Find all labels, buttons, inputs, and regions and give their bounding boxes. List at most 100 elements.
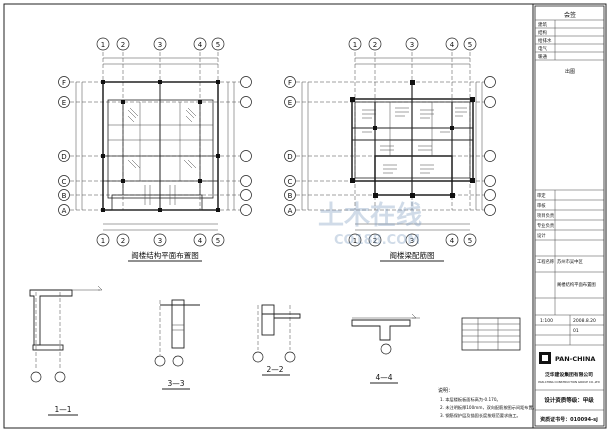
axis-label: 2 xyxy=(373,237,377,245)
axis-label: A xyxy=(288,207,293,215)
axis-label: B xyxy=(288,192,293,200)
section-4-label: 4—4 xyxy=(375,373,392,382)
axis-bubble xyxy=(153,37,167,51)
right-plan-title: 阁楼梁配筋图 xyxy=(390,250,435,260)
axis-label: 4 xyxy=(450,237,455,245)
axis-label: 2 xyxy=(121,237,125,245)
section-2-2: 2—2 xyxy=(252,304,301,376)
right-plan-top-axes: 1 2 3 4 5 1 2 3 4 5 xyxy=(348,37,477,247)
axis-label: 4 xyxy=(198,41,203,49)
axis-label: A xyxy=(62,207,67,215)
title-block: 会签 建筑 结构 给排水 电气 暖通 出图 审定 审核 项目负责 专业负责 设计… xyxy=(534,5,605,427)
axis-label: 3 xyxy=(410,41,414,49)
slab-schedule-table xyxy=(461,317,521,351)
approval-row-label: 审核 xyxy=(537,202,546,209)
axis-bubble xyxy=(211,233,225,247)
project-label: 工程名称 xyxy=(537,258,555,265)
sign-row-label: 暖通 xyxy=(538,53,547,60)
axis-label: 1 xyxy=(353,41,357,49)
axis-label: 5 xyxy=(216,237,220,245)
axis-label: 4 xyxy=(450,41,455,49)
right-plan-beams xyxy=(350,80,475,198)
axis-bubble xyxy=(58,189,70,201)
left-plan-title: 阁楼结构平面布置图 xyxy=(131,250,199,260)
section-1-label: 1—1 xyxy=(54,405,71,414)
axis-label: F xyxy=(288,79,292,87)
watermark-text: 土木在线 xyxy=(318,201,422,231)
approval-row-label: 设计 xyxy=(537,232,546,239)
axis-label: B xyxy=(62,192,67,200)
pan-china-logo: PAN-CHINA xyxy=(539,352,595,364)
note-line: 1. 本层楼板板面标高为-0.170。 xyxy=(440,396,501,403)
axis-label: 5 xyxy=(468,237,472,245)
axis-bubble xyxy=(58,96,70,108)
note-line: 2. 未注明板厚100mm，双向配筋按图示间距布置。 xyxy=(440,404,537,411)
section-3-3: 3—3 xyxy=(154,299,200,390)
axis-bubble xyxy=(153,233,167,247)
axis-bubble xyxy=(58,150,70,162)
axis-bubble xyxy=(193,233,207,247)
axis-label: 5 xyxy=(468,41,472,49)
axis-bubble xyxy=(96,37,110,51)
axis-label: 1 xyxy=(101,237,105,245)
axis-label: F xyxy=(62,79,66,87)
section-4-4: 4—4 xyxy=(351,313,420,384)
section-3-label: 3—3 xyxy=(167,379,184,388)
sign-row-label: 建筑 xyxy=(538,21,547,28)
drawing-name: 阁楼结构平面布置图 xyxy=(557,281,596,288)
notes-title: 说明： xyxy=(438,387,453,394)
axis-bubble xyxy=(58,175,70,187)
axis-label: 5 xyxy=(216,41,220,49)
axis-bubble xyxy=(58,204,70,216)
left-floor-plan: 1 2 3 4 5 1 2 3 4 5 xyxy=(58,37,252,262)
axis-label: 4 xyxy=(198,237,203,245)
axis-label: 2 xyxy=(121,41,125,49)
axis-label: 3 xyxy=(158,41,162,49)
sign-row-label: 电气 xyxy=(538,45,547,52)
note-line: 3. 钢筋保护层及锚固长度按规范要求施工。 xyxy=(440,412,521,419)
axis-label: C xyxy=(62,178,67,186)
general-notes: 说明： 1. 本层楼板板面标高为-0.170。 2. 未注明板厚100mm，双向… xyxy=(438,387,537,419)
watermark-sub: CO188.COM xyxy=(334,233,420,248)
sign-row-label: 给排水 xyxy=(538,37,552,44)
axis-label: D xyxy=(287,153,292,161)
company-name-cn: 泛华建设集团有限公司 xyxy=(545,371,593,378)
approval-row-label: 项目负责 xyxy=(537,212,555,219)
sheet-number: 01 xyxy=(573,328,579,334)
right-plan-dimensions xyxy=(301,57,483,231)
axis-bubble xyxy=(116,37,130,51)
axis-label: 2 xyxy=(373,41,377,49)
axis-bubble xyxy=(96,233,110,247)
axis-bubble xyxy=(211,37,225,51)
date-value: 2008.8.20 xyxy=(573,318,596,324)
left-plan-top-axes: 1 2 3 4 5 1 2 3 4 5 xyxy=(96,37,225,247)
axis-bubble xyxy=(58,76,70,88)
stamp-label: 出图 xyxy=(565,68,575,75)
sheet-border xyxy=(3,3,607,429)
countersign-header: 会签 xyxy=(564,11,576,19)
logo-text: PAN-CHINA xyxy=(555,355,595,363)
axis-label: 3 xyxy=(158,237,162,245)
axis-bubble xyxy=(193,37,207,51)
left-plan-structure xyxy=(101,80,220,212)
axis-label: C xyxy=(288,178,293,186)
qualification-grade: 设计资质等级：甲级 xyxy=(544,396,594,404)
axis-label: 1 xyxy=(353,237,357,245)
axis-label: E xyxy=(288,99,292,107)
axis-bubble xyxy=(116,233,130,247)
approval-row-label: 专业负责 xyxy=(537,222,555,229)
axis-label: E xyxy=(62,99,66,107)
company-name-en: PAN-CHINA CONSTRUCTION GROUP CO.,LTD xyxy=(538,380,599,384)
axis-label: D xyxy=(61,153,66,161)
axis-label: 1 xyxy=(101,41,105,49)
watermark: 土木在线 CO188.COM xyxy=(318,201,422,248)
left-plan-dimensions xyxy=(75,57,235,231)
approval-row-label: 审定 xyxy=(537,192,546,199)
scale-value: 1:100 xyxy=(540,318,553,324)
project-name: 苏州市吴中区 xyxy=(557,258,583,265)
section-2-label: 2—2 xyxy=(266,365,283,374)
right-floor-plan: 1 2 3 4 5 1 2 3 4 5 xyxy=(284,37,496,262)
section-1-1: 1—1 xyxy=(29,285,103,416)
